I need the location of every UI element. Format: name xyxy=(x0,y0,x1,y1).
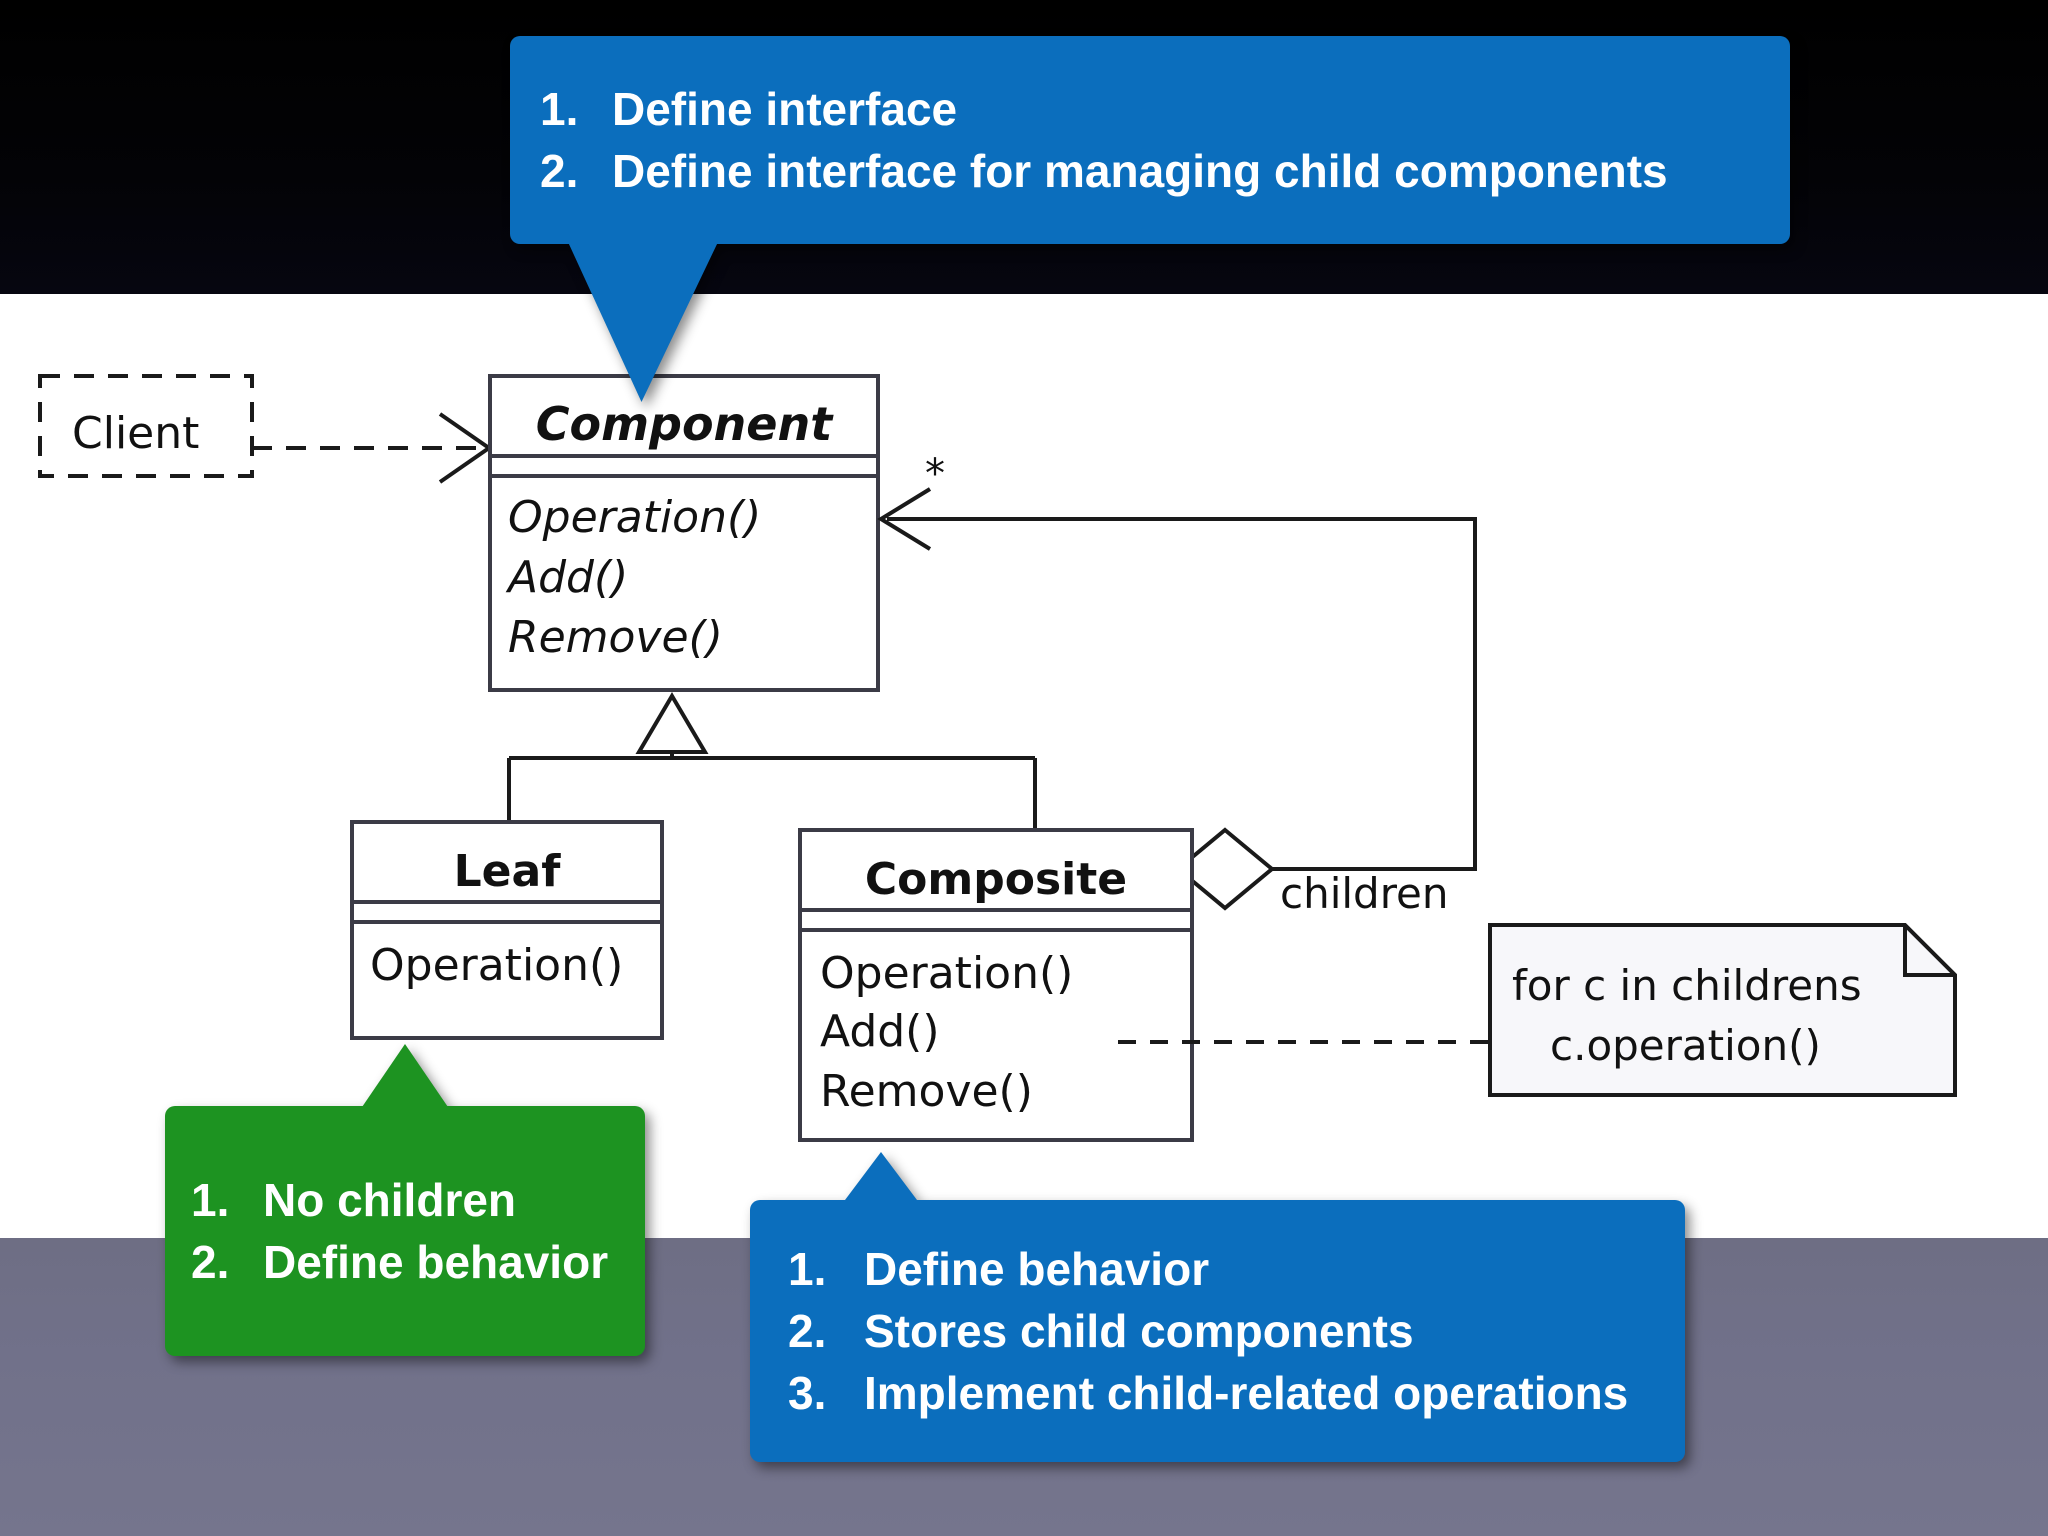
list-text: Define interface for managing child comp… xyxy=(612,145,1668,197)
list-number: 2. xyxy=(540,145,579,197)
association-role-label: children xyxy=(1280,869,1449,918)
association-multiplicity-label: * xyxy=(925,451,945,497)
callout-component-body: 1. Define interface 2. Define interface … xyxy=(510,36,1790,244)
list-number: 1. xyxy=(540,83,579,135)
list-number: 1. xyxy=(191,1174,230,1226)
callout-component: 1. Define interface 2. Define interface … xyxy=(510,36,1790,402)
client-label: Client xyxy=(72,408,199,459)
aggregation-arrowhead-icon xyxy=(877,487,932,551)
client-box: Client xyxy=(38,374,254,478)
class-box-composite: Composite Operation() Add() Remove() xyxy=(798,828,1194,1142)
list-text: Implement child-related operations xyxy=(864,1367,1629,1419)
list-text: Define behavior xyxy=(263,1236,609,1288)
uml-note-box: for c in childrens c.operation() xyxy=(1488,923,1957,1097)
callout-composite-item-2: 3. Implement child-related operations xyxy=(788,1362,1685,1424)
dependency-client-to-component xyxy=(252,412,493,484)
list-text: Define behavior xyxy=(864,1243,1210,1295)
list-number: 2. xyxy=(788,1305,827,1357)
composite-operation-0: Operation() xyxy=(820,948,1073,999)
list-number: 2. xyxy=(191,1236,230,1288)
callout-component-item-0: 1. Define interface xyxy=(540,78,1790,140)
leaf-class-name: Leaf xyxy=(454,846,562,897)
leaf-box-outline xyxy=(350,820,664,1040)
note-box-outline xyxy=(1488,923,1957,1097)
callout-composite-item-0: 1. Define behavior xyxy=(788,1238,1685,1300)
callout-leaf-item-1: 2. Define behavior xyxy=(191,1231,645,1293)
callout-leaf-item-0: 1. No children xyxy=(191,1169,645,1231)
note-folded-corner-icon xyxy=(1903,925,1955,977)
callout-component-item-1: 2. Define interface for managing child c… xyxy=(540,140,1790,202)
component-operation-0: Operation() xyxy=(508,492,761,543)
callout-leaf-body: 1. No children 2. Define behavior xyxy=(165,1106,645,1356)
leaf-operation-0: Operation() xyxy=(370,940,623,991)
component-box-outline xyxy=(488,374,880,692)
list-number: 3. xyxy=(788,1367,827,1419)
class-box-leaf: Leaf Operation() xyxy=(350,820,664,1040)
component-class-name: Component xyxy=(536,397,835,451)
class-box-component: Component Operation() Add() Remove() xyxy=(488,374,880,692)
list-text: Stores child components xyxy=(864,1305,1414,1357)
component-operation-2: Remove() xyxy=(508,612,723,663)
note-line-1: c.operation() xyxy=(1550,1021,1821,1070)
generalization-to-component xyxy=(507,692,1037,830)
composite-operation-1: Add() xyxy=(820,1006,940,1057)
aggregation-line xyxy=(887,517,1477,871)
callout-leaf-list: 1. No children 2. Define behavior xyxy=(165,1169,645,1293)
list-text: No children xyxy=(263,1174,517,1226)
callout-composite-body: 1. Define behavior 2. Stores child compo… xyxy=(750,1200,1685,1462)
aggregation-composite-to-component: * children xyxy=(877,451,1477,918)
callout-leaf: 1. No children 2. Define behavior xyxy=(165,1044,645,1356)
list-text: Define interface xyxy=(612,83,958,135)
composite-class-name: Composite xyxy=(865,854,1127,905)
composite-box-outline xyxy=(798,828,1194,1142)
callout-composite: 1. Define behavior 2. Stores child compo… xyxy=(750,1152,1685,1462)
callout-composite-item-1: 2. Stores child components xyxy=(788,1300,1685,1362)
composite-operation-2: Remove() xyxy=(820,1066,1033,1117)
callout-component-list: 1. Define interface 2. Define interface … xyxy=(510,78,1790,202)
note-line-0: for c in childrens xyxy=(1512,961,1862,1010)
callout-composite-list: 1. Define behavior 2. Stores child compo… xyxy=(750,1238,1685,1424)
list-number: 1. xyxy=(788,1243,827,1295)
client-box-outline xyxy=(38,374,254,478)
inheritance-triangle-icon xyxy=(635,692,709,754)
component-operation-1: Add() xyxy=(505,552,628,603)
